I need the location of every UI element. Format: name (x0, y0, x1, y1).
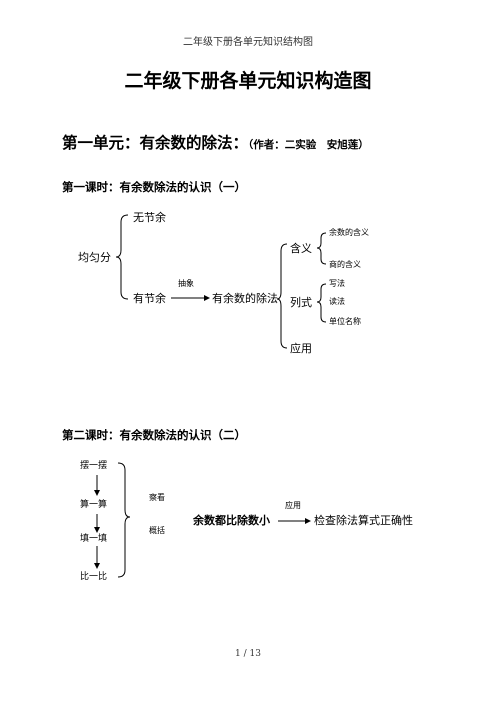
node-has-remainder: 有节余 (133, 292, 166, 305)
step-calculate: 算一算 (80, 500, 108, 510)
document-title: 二年级下册各单元知识构造图 (124, 70, 372, 92)
label-summarize: 概括 (149, 526, 165, 535)
leaf-unit-name: 单位名称 (329, 317, 361, 326)
step-place: 摆一摆 (80, 461, 108, 471)
leaf-quotient-meaning: 商的含义 (329, 260, 361, 269)
step-compare: 比一比 (80, 572, 108, 582)
leaf-remainder-meaning: 余数的含义 (329, 228, 369, 237)
unit-1-heading: 第一单元：有余数的除法：（作者：二实验 安旭莲） (62, 135, 369, 151)
label-apply: 应用 (285, 501, 301, 510)
brace-steps (117, 462, 131, 578)
node-even-division: 均匀分 (78, 251, 111, 264)
label-observe: 察看 (149, 493, 165, 502)
arrow-step-1-head (94, 490, 100, 496)
unit-1-author-note: （作者：二实验 安旭莲） (248, 139, 369, 151)
arrow-step-3-head (94, 563, 100, 569)
arrow-abstract-head (204, 295, 210, 301)
unit-1-title: 第一单元：有余数的除法： (62, 133, 249, 152)
brace-root (115, 214, 129, 300)
leaf-reading: 读法 (329, 297, 345, 306)
arrow-step-2-head (94, 527, 100, 533)
node-meaning: 含义 (290, 242, 312, 255)
brace-expression (316, 283, 327, 323)
node-check-division: 检查除法算式正确性 (314, 514, 413, 527)
arrow-apply-head (305, 518, 311, 524)
page-number: 1 / 13 (235, 649, 261, 659)
brace-meaning (316, 232, 327, 265)
lesson-2-title: 第二课时：有余数除法的认识（二） (62, 428, 246, 442)
brace-division (276, 243, 288, 349)
leaf-writing: 写法 (329, 279, 345, 288)
node-no-remainder: 无节余 (133, 211, 166, 224)
node-division-with-remainder: 有余数的除法 (212, 292, 278, 305)
lesson-1-title: 第一课时：有余数除法的认识（一） (62, 180, 246, 194)
label-abstract: 抽象 (178, 279, 194, 288)
node-remainder-less-than-divisor: 余数都比除数小 (193, 514, 270, 527)
step-fill: 填一填 (80, 534, 108, 544)
node-expression: 列式 (290, 296, 312, 309)
running-header: 二年级下册各单元知识结构图 (183, 37, 313, 48)
node-application: 应用 (290, 342, 312, 355)
